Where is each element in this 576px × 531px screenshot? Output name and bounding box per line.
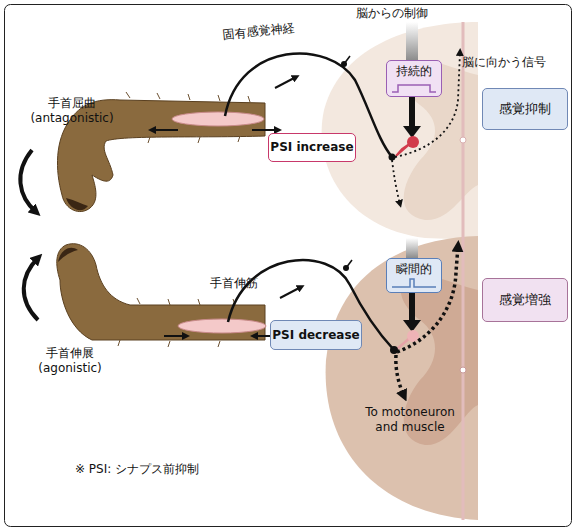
output-signal xyxy=(396,355,404,396)
synapse xyxy=(407,330,419,342)
descending-arrow xyxy=(409,293,415,322)
descending-pathway xyxy=(406,22,418,60)
fingertip xyxy=(66,198,88,210)
phasic-pulse xyxy=(392,279,436,287)
psi-decrease-box: PSI decrease xyxy=(270,320,362,350)
synapse xyxy=(407,136,419,148)
box-text: 持続的 xyxy=(396,64,432,78)
ascending-signal xyxy=(395,52,460,157)
box-text: 感覚抑制 xyxy=(499,101,551,117)
stretch-arrow xyxy=(152,129,178,131)
box-text: PSI decrease xyxy=(272,328,359,342)
target-label: To motoneuron and muscle xyxy=(360,405,460,435)
motion-arrow xyxy=(20,150,36,212)
signal-arrow xyxy=(275,77,296,88)
sensory-nerve xyxy=(228,260,394,350)
central-canal xyxy=(460,137,466,143)
gray-matter xyxy=(401,276,478,445)
fingertip xyxy=(58,248,78,262)
midline xyxy=(462,22,465,520)
sensory-suppression-box: 感覚抑制 xyxy=(482,88,568,130)
ganglion xyxy=(346,260,352,268)
signal-label: 脳に向かう信号 xyxy=(462,55,570,70)
central-canal xyxy=(460,367,466,373)
ganglion xyxy=(344,56,350,64)
footnote: ※ PSI: シナプス前抑制 xyxy=(75,462,295,477)
muscle xyxy=(178,319,266,333)
spinal-cord xyxy=(326,236,478,520)
box-text: PSI increase xyxy=(270,140,353,154)
output-signal xyxy=(392,160,400,204)
terminal xyxy=(390,346,398,354)
spinal-cord xyxy=(322,22,478,240)
signal-arrow xyxy=(280,287,301,298)
psi-increase-box: PSI increase xyxy=(268,133,356,162)
terminal xyxy=(389,154,396,161)
descending-arrow xyxy=(409,97,415,128)
control-label: 脳からの制御 xyxy=(356,6,456,21)
motion-arrow xyxy=(24,258,38,320)
muscle-label: 手首伸筋 xyxy=(210,276,272,291)
box-text: 瞬間的 xyxy=(396,262,432,276)
movement-label: 手首屈曲 (antagonistic) xyxy=(22,96,122,126)
sensory-enhancement-box: 感覚増強 xyxy=(482,278,568,322)
descending-pathway xyxy=(406,238,418,258)
sensory-nerve xyxy=(225,53,392,157)
phasic-control-box: 瞬間的 xyxy=(386,258,442,293)
stretch-arrow xyxy=(252,129,278,131)
tonic-control-box: 持続的 xyxy=(386,60,442,97)
muscle xyxy=(172,112,264,126)
shorten-arrow xyxy=(164,335,186,337)
tonic-pulse xyxy=(392,85,436,92)
frame xyxy=(5,5,572,527)
movement-label: 手首伸展 (agonistic) xyxy=(20,346,120,376)
box-text: 感覚増強 xyxy=(499,292,551,308)
